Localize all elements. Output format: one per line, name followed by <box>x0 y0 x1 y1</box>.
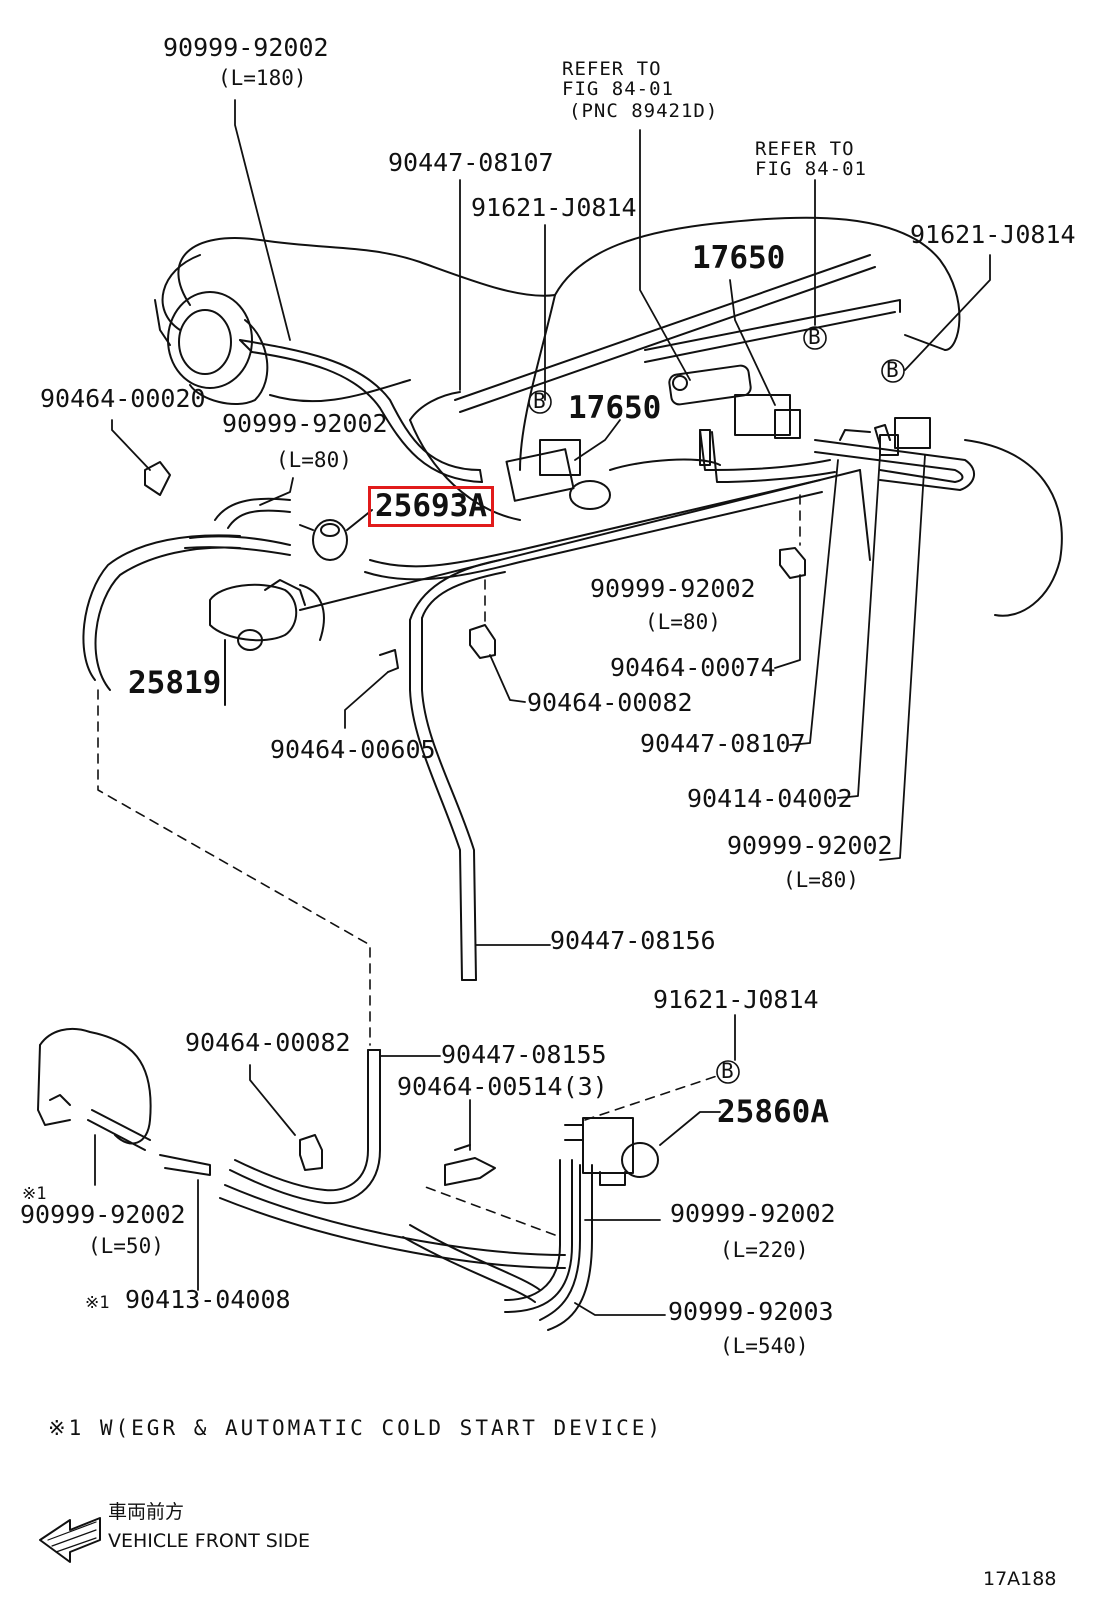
front-label-jp: 車両前方 <box>108 1501 185 1523</box>
label-91621-j0814-c: 91621-J0814 <box>653 985 819 1014</box>
label-17650-b: 17650 <box>568 390 662 426</box>
ref-markers <box>528 326 905 1084</box>
label-len-80-d: (L=80) <box>783 868 859 892</box>
label-refer2-l1: REFER TO <box>755 138 855 160</box>
label-len-50: (L=50) <box>88 1234 164 1258</box>
label-90464-00514: 90464-00514(3) <box>397 1072 608 1101</box>
label-refer1-l3: (PNC 89421D) <box>569 100 719 122</box>
label-25693a-highlighted: 25693A <box>368 486 494 527</box>
label-90999-92002-mid: 90999-92002 <box>222 409 388 438</box>
front-arrow-icon <box>39 1517 101 1563</box>
valve-25693a <box>299 509 373 561</box>
label-90999-92002-c: 90999-92002 <box>590 574 756 603</box>
clamps <box>144 461 806 1186</box>
label-top-hose-length: (L=180) <box>218 66 307 90</box>
label-top-hose: 90999-92002 <box>163 33 329 62</box>
label-90447-08155: 90447-08155 <box>441 1040 607 1069</box>
marker-b-1: B <box>533 389 546 413</box>
label-len-80-mid: (L=80) <box>276 448 352 472</box>
diagram-id: 17A188 <box>983 1568 1057 1590</box>
front-label-en: VEHICLE FRONT SIDE <box>108 1530 311 1552</box>
label-90414-04002: 90414-04002 <box>687 784 853 813</box>
label-90464-00074: 90464-00074 <box>610 653 776 682</box>
leader-lines <box>94 99 991 1316</box>
label-91621-j0814-a: 91621-J0814 <box>471 193 637 222</box>
label-mark-1b: ※1 <box>85 1293 110 1313</box>
label-90464-00020: 90464-00020 <box>40 384 206 413</box>
label-90999-92003: 90999-92003 <box>668 1297 834 1326</box>
label-len-80-c: (L=80) <box>645 610 721 634</box>
marker-b-4: B <box>721 1059 734 1083</box>
label-90464-00082-b: 90464-00082 <box>185 1028 351 1057</box>
footnote: ※1 W(EGR & AUTOMATIC COLD START DEVICE) <box>48 1416 664 1440</box>
label-90413-04008: 90413-04008 <box>125 1285 291 1314</box>
air-intake-housing <box>37 1027 152 1145</box>
marker-b-2: B <box>808 325 821 349</box>
label-25819: 25819 <box>128 665 222 701</box>
label-90999-92002-f: 90999-92002 <box>670 1199 836 1228</box>
vacuum-hoses <box>82 254 975 1331</box>
label-refer1-l1: REFER TO <box>562 58 662 80</box>
label-len-540: (L=540) <box>720 1334 809 1358</box>
label-mark-1a: ※1 <box>22 1184 47 1204</box>
label-90999-92002-d: 90999-92002 <box>727 831 893 860</box>
label-90447-08156: 90447-08156 <box>550 926 716 955</box>
dashed-lines <box>97 494 801 1236</box>
label-25860a: 25860A <box>717 1094 829 1130</box>
label-len-220: (L=220) <box>720 1238 809 1262</box>
label-91621-j0814-b: 91621-J0814 <box>910 220 1076 249</box>
label-refer1-l2: FIG 84-01 <box>562 78 674 100</box>
label-90464-00605: 90464-00605 <box>270 735 436 764</box>
label-90464-00082-a: 90464-00082 <box>527 688 693 717</box>
label-90447-08107-top: 90447-08107 <box>388 148 554 177</box>
valve-25819 <box>209 579 306 706</box>
label-17650-a: 17650 <box>692 240 786 276</box>
label-90999-92002-e: 90999-92002 <box>20 1200 186 1229</box>
label-refer2-l2: FIG 84-01 <box>755 158 867 180</box>
marker-b-3: B <box>886 358 899 382</box>
vsv-25860a <box>564 1117 659 1186</box>
label-90447-08107-b: 90447-08107 <box>640 729 806 758</box>
vsv-components <box>505 364 931 510</box>
